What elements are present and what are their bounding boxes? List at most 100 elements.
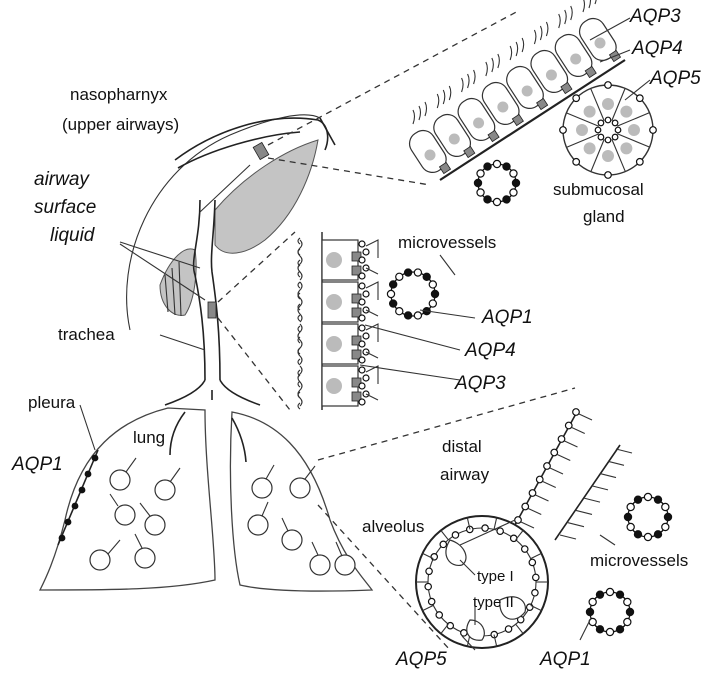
- left-lung: [40, 408, 215, 590]
- aqp-bead: [626, 608, 633, 615]
- aqp-bead: [624, 598, 631, 605]
- cell-border: [536, 495, 549, 501]
- gland-nucleus: [584, 106, 596, 118]
- cell-process: [366, 282, 378, 316]
- aqp-bead: [529, 490, 536, 497]
- trachea-label: trachea: [58, 325, 115, 344]
- nucleus: [473, 118, 484, 129]
- cell-border: [528, 509, 541, 515]
- aqp-bead: [503, 163, 510, 170]
- aqp-bead: [414, 269, 421, 276]
- gland-nucleus: [620, 106, 632, 118]
- aqp-bead: [662, 523, 669, 530]
- cell-border: [550, 468, 563, 474]
- nasal-cavity: [215, 140, 318, 253]
- microvessel-ring-1: [474, 160, 519, 205]
- aqp-bead: [544, 463, 551, 470]
- pleura-label: pleura: [28, 393, 76, 412]
- surface-liquid: [298, 249, 300, 255]
- nucleus: [326, 336, 342, 352]
- aqp-bead: [533, 574, 539, 580]
- aqp-bead: [405, 312, 412, 319]
- aqp-bead: [497, 528, 503, 534]
- aqp-bead: [429, 300, 436, 307]
- aqp-bead: [359, 357, 365, 363]
- aqp-bead: [426, 568, 432, 574]
- submucosal-label-1: submucosal: [553, 180, 644, 199]
- type-ii-label: type II: [473, 594, 514, 611]
- cell-process: [366, 366, 378, 400]
- aqp1-pleura-label: AQP1: [11, 454, 63, 475]
- aqp-bead: [589, 598, 596, 605]
- cell-border: [560, 535, 576, 539]
- aqp-bead: [431, 290, 438, 297]
- cell-border: [584, 498, 600, 502]
- aqp-bead: [606, 628, 613, 635]
- nucleus: [595, 38, 606, 49]
- airway-surface-label-3: liquid: [50, 225, 96, 246]
- gland-nucleus: [620, 142, 632, 154]
- cell-border: [565, 441, 578, 447]
- aqp-bead: [560, 127, 567, 134]
- aqp-bead: [510, 189, 517, 196]
- aqp-bead: [484, 163, 491, 170]
- aqp-bead: [616, 591, 623, 598]
- cilia: [534, 22, 548, 44]
- aqp-bead: [650, 127, 657, 134]
- aqp-bead: [558, 436, 565, 443]
- nucleus: [326, 294, 342, 310]
- aqp-bead: [644, 493, 651, 500]
- aqp-bead: [573, 159, 580, 166]
- distal-airway-label-2: airway: [440, 465, 490, 484]
- nucleus: [425, 150, 436, 161]
- aqp-bead: [565, 422, 572, 429]
- aqp-bead: [363, 249, 369, 255]
- aqp-bead: [654, 496, 661, 503]
- aqp-bead: [522, 503, 529, 510]
- cilia: [437, 86, 451, 108]
- aqp-bead: [359, 273, 365, 279]
- aqp-bead: [359, 299, 365, 305]
- nasal-sample-box: [253, 142, 269, 159]
- cilia: [486, 54, 500, 76]
- microvessel-ring-4: [586, 588, 633, 635]
- aqp-bead: [529, 559, 535, 565]
- aqp-bead: [423, 273, 430, 280]
- submucosal-label-2: gland: [583, 207, 625, 226]
- cilia: [559, 6, 573, 28]
- microvessels-bottom-label: microvessels: [590, 551, 688, 570]
- aqp-bead: [654, 531, 661, 538]
- aqp-bead: [573, 95, 580, 102]
- aqp-bead: [390, 300, 397, 307]
- aqp3-mid-label: AQP3: [454, 373, 506, 394]
- aqp-bead: [359, 325, 365, 331]
- aqp-bead: [359, 315, 365, 321]
- aqp-bead: [596, 626, 603, 633]
- aqp-bead: [605, 117, 611, 123]
- cell-border: [600, 474, 616, 478]
- microvessel-ring-3: [624, 493, 671, 540]
- aqp1-mid-label: AQP1: [481, 307, 533, 328]
- lung-label: lung: [133, 428, 165, 447]
- aqp-bead: [405, 269, 412, 276]
- aqp-bead: [440, 541, 446, 547]
- aqp-bead: [390, 281, 397, 288]
- surface-liquid: [298, 271, 300, 277]
- aqp-bead: [436, 612, 442, 618]
- surface-liquid: [298, 381, 300, 387]
- aqp-bead: [536, 476, 543, 483]
- aqp-bead: [637, 159, 644, 166]
- surface-liquid: [298, 392, 300, 398]
- aqp-bead: [396, 308, 403, 315]
- nasopharynx-label-line2: (upper airways): [62, 115, 179, 134]
- aqp-bead: [634, 496, 641, 503]
- aqp-bead: [637, 95, 644, 102]
- aqp-bead: [359, 283, 365, 289]
- aqp-bead: [505, 626, 511, 632]
- vessel-wall: [478, 164, 516, 202]
- aqp-bead: [532, 590, 538, 596]
- aqp-bead: [624, 513, 631, 520]
- surface-liquid: [298, 359, 300, 365]
- aqp-bead: [515, 517, 522, 524]
- type-i-label: type I: [477, 568, 514, 585]
